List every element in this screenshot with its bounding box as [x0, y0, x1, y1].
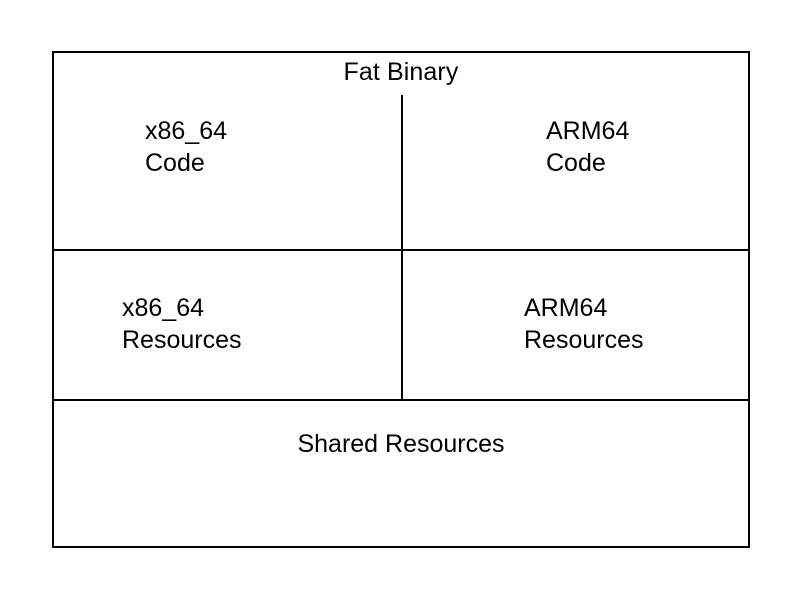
diagram-title: Fat Binary — [343, 58, 459, 86]
resources-row-vertical-divider — [401, 251, 403, 399]
code-row-vertical-divider — [401, 95, 403, 249]
resources-shared-divider — [54, 399, 748, 401]
cell-shared-resources: Shared Resources — [297, 430, 505, 458]
fat-binary-container: Fat Binary x86_64 Code ARM64 Code x86_64… — [52, 51, 750, 548]
cell-x86-64-resources: x86_64 Resources — [122, 294, 242, 354]
cell-arm64-code: ARM64 Code — [546, 117, 630, 177]
cell-x86-64-code: x86_64 Code — [145, 117, 228, 177]
cell-arm64-resources: ARM64 Resources — [524, 294, 644, 354]
code-resources-divider — [54, 249, 748, 251]
